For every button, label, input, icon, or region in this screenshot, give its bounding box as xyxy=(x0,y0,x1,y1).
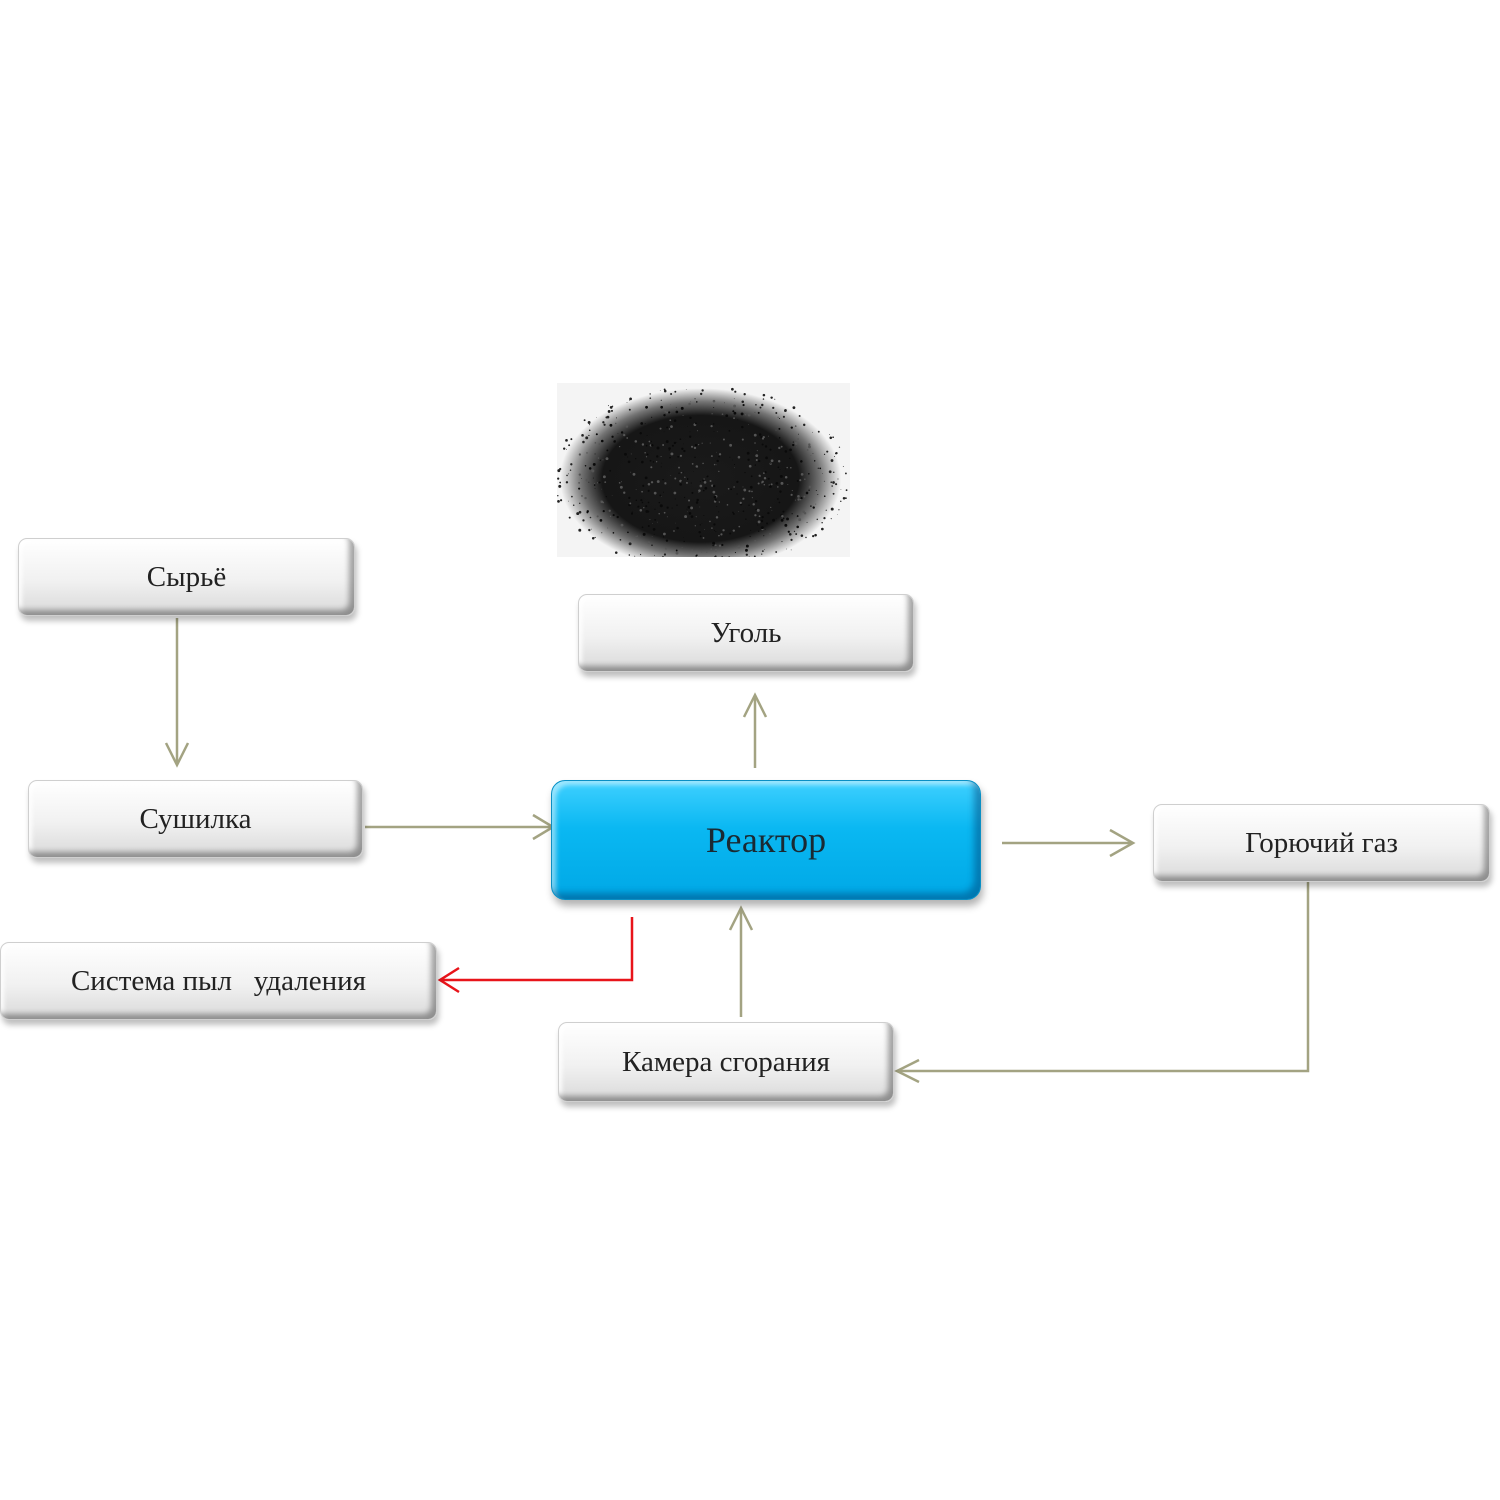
coal-speckles xyxy=(557,387,848,557)
node-combustion-chamber: Камера сгорания xyxy=(558,1022,894,1102)
node-coal: Уголь xyxy=(578,594,914,672)
arrow-reactor-to-dust xyxy=(437,917,634,994)
node-dryer: Сушилка xyxy=(28,780,363,858)
coal-photo xyxy=(557,383,850,557)
node-reactor: Реактор xyxy=(551,780,981,900)
node-raw-material: Сырьё xyxy=(18,538,355,616)
arrow-raw-to-dryer xyxy=(164,618,190,768)
node-dust-removal: Система пыл удаления xyxy=(0,942,437,1020)
arrow-gas-to-chamber xyxy=(894,880,1310,1084)
node-combustible-gas: Горючий газ xyxy=(1153,804,1490,882)
arrow-chamber-to-reactor xyxy=(728,905,754,1017)
arrow-reactor-to-coal xyxy=(742,692,768,768)
arrow-dryer-to-reactor xyxy=(365,813,556,841)
arrow-reactor-to-gas xyxy=(1002,828,1136,858)
